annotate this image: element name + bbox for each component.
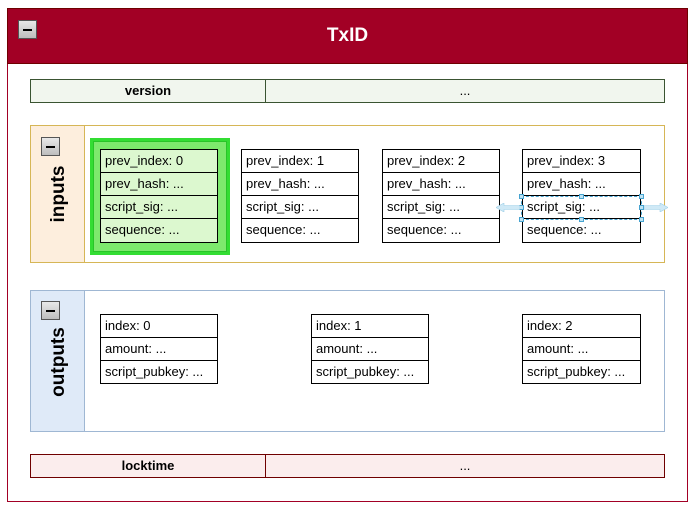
input-prev-hash: prev_hash: ...	[242, 173, 358, 196]
input-sequence: sequence: ...	[246, 222, 321, 237]
resize-handle[interactable]	[639, 194, 644, 199]
output-script-pubkey: script_pubkey: ...	[527, 364, 626, 379]
output-index: index: 1	[312, 315, 428, 338]
output-amount: amount: ...	[101, 338, 217, 361]
input-box-2[interactable]: prev_index: 2 prev_hash: ... script_sig:…	[382, 149, 500, 243]
input-script-sig: script_sig: ...	[383, 196, 499, 219]
resize-handle[interactable]	[639, 205, 644, 210]
version-row: version ...	[30, 79, 665, 103]
resize-handle[interactable]	[639, 217, 644, 222]
input-sequence: sequence: ...	[527, 222, 602, 237]
output-index: index: 2	[523, 315, 640, 338]
outputs-section-label: outputs	[48, 327, 69, 397]
input-prev-hash: prev_hash: ...	[383, 173, 499, 196]
input-sequence: sequence: ...	[105, 222, 180, 237]
input-box-0[interactable]: prev_index: 0 prev_hash: ... script_sig:…	[100, 149, 218, 243]
output-amount: amount: ...	[523, 338, 640, 361]
input-box-1[interactable]: prev_index: 1 prev_hash: ... script_sig:…	[241, 149, 359, 243]
input-prev-hash: prev_hash: ...	[523, 173, 640, 196]
input-prev-index: prev_index: 2	[383, 150, 499, 173]
resize-handle[interactable]	[579, 194, 584, 199]
locktime-label: locktime	[31, 455, 266, 477]
output-box-2[interactable]: index: 2 amount: ... script_pubkey: ...	[522, 314, 641, 384]
input-prev-index: prev_index: 3	[523, 150, 640, 173]
output-box-0[interactable]: index: 0 amount: ... script_pubkey: ...	[100, 314, 218, 384]
output-script-pubkey: script_pubkey: ...	[316, 364, 415, 379]
version-value: ...	[459, 83, 471, 98]
output-amount: amount: ...	[312, 338, 428, 361]
connect-right-arrow-icon[interactable]	[644, 203, 668, 212]
transaction-title: TxID	[326, 25, 369, 46]
collapse-outputs-button[interactable]	[41, 301, 60, 320]
input-script-sig: script_sig: ...	[242, 196, 358, 219]
locktime-value: ...	[459, 458, 471, 473]
collapse-inputs-button[interactable]	[41, 137, 60, 156]
locktime-row: locktime ...	[30, 454, 665, 478]
inputs-section-header	[30, 125, 85, 263]
input-script-sig: script_sig: ...	[101, 196, 217, 219]
input-prev-hash: prev_hash: ...	[101, 173, 217, 196]
input-prev-index: prev_index: 0	[101, 150, 217, 173]
output-script-pubkey: script_pubkey: ...	[105, 364, 204, 379]
input-sequence: sequence: ...	[387, 222, 462, 237]
collapse-transaction-button[interactable]	[18, 20, 37, 39]
inputs-section-label: inputs	[48, 165, 69, 223]
resize-handle[interactable]	[579, 217, 584, 222]
output-index: index: 0	[101, 315, 217, 338]
input-prev-index: prev_index: 1	[242, 150, 358, 173]
output-box-1[interactable]: index: 1 amount: ... script_pubkey: ...	[311, 314, 429, 384]
version-label: version	[31, 80, 266, 102]
resize-handle[interactable]	[519, 194, 524, 199]
resize-handle[interactable]	[519, 217, 524, 222]
connect-left-arrow-icon[interactable]	[496, 203, 520, 212]
transaction-header	[7, 8, 688, 64]
